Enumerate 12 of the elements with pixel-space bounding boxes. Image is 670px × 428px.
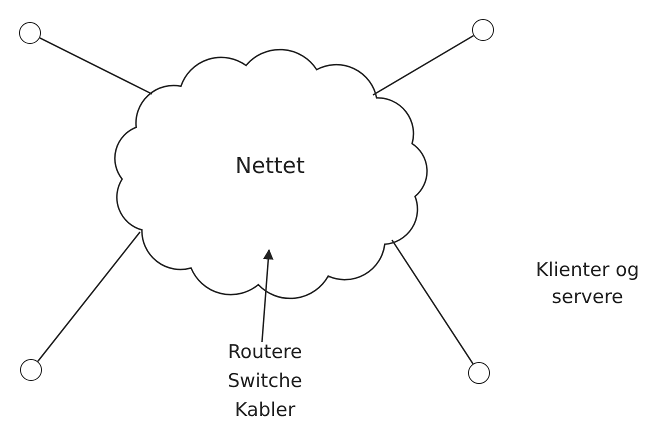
connector-line — [391, 240, 474, 364]
connector-line — [37, 232, 141, 362]
client-circle — [20, 359, 42, 381]
cloud-label: Nettet — [234, 154, 306, 179]
component-list: Routere Switche Kabler — [225, 338, 305, 425]
connector-line — [40, 37, 152, 95]
client-label: Klienter og servere — [534, 258, 640, 310]
connector-line — [372, 34, 474, 96]
client-circle — [472, 19, 494, 41]
client-circle — [19, 22, 41, 44]
client-circle — [468, 362, 490, 384]
arrow — [261, 248, 274, 342]
